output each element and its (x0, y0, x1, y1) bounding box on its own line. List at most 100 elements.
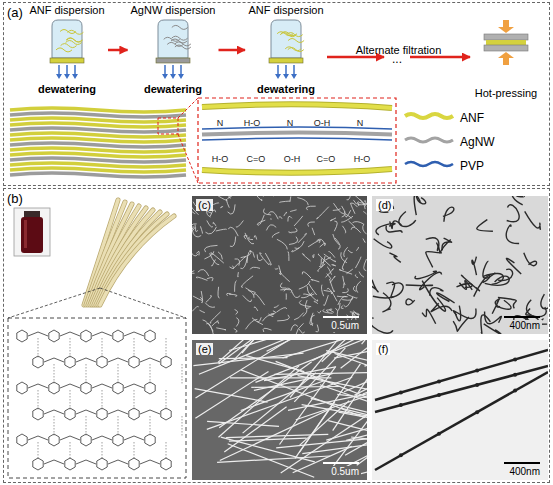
label-holder: O-H (284, 148, 301, 166)
dispersed-fiber (288, 39, 304, 43)
arrow-line (327, 56, 384, 59)
nanofiber (334, 203, 346, 213)
benzene-ring (33, 408, 43, 420)
atom-label: H-O (244, 118, 261, 129)
micrograph (372, 196, 548, 334)
nanofiber (277, 239, 287, 249)
benzene-ring (97, 408, 107, 420)
filtration-step: ANF dispersiondewatering (26, 4, 108, 96)
agnw-layer (10, 173, 186, 177)
dispersed-fiber (56, 48, 72, 52)
pvp-layer (202, 138, 392, 140)
benzene-ring (49, 382, 59, 394)
step-label: AgNW dispersion (131, 4, 216, 17)
nanofiber (323, 309, 333, 313)
label-holder: H-O (212, 148, 229, 166)
benzene-ring (113, 330, 123, 342)
benzene-ring (17, 382, 27, 394)
nanofiber (302, 254, 310, 261)
atom-label: N (357, 118, 364, 129)
nanofiber (279, 201, 290, 203)
benzene-ring (49, 330, 59, 342)
nanofiber (253, 252, 255, 257)
micrograph (192, 196, 367, 334)
micrograph-ground (372, 196, 548, 334)
nanofiber (244, 236, 247, 240)
nanofiber (294, 313, 304, 320)
nanofiber (347, 294, 357, 298)
dewater-arrow (293, 65, 295, 74)
nanofiber (389, 253, 400, 262)
nanofiber (319, 259, 321, 267)
nanofiber (292, 248, 299, 252)
amide-bond (140, 358, 160, 362)
amide-bond (44, 410, 64, 414)
benzene-ring (161, 458, 171, 470)
nanofiber (230, 266, 234, 269)
micrograph-panel: (f)400nm (372, 340, 548, 480)
benzene-ring (81, 434, 91, 446)
hydrogen-bond (150, 364, 151, 384)
benzene-ring (145, 382, 155, 394)
nanofiber (353, 311, 359, 315)
nanofiber (339, 270, 352, 275)
nanofiber (235, 310, 238, 315)
step-label: ANF dispersion (248, 4, 323, 17)
nanofiber (207, 277, 213, 281)
pvp-dot (437, 432, 441, 436)
nanofiber (317, 207, 329, 219)
nanofiber (257, 317, 261, 322)
nanofiber (443, 207, 454, 222)
nanofiber (288, 252, 289, 261)
nanofiber (376, 223, 395, 235)
dewater-arrow (172, 65, 174, 74)
anf-layer (10, 148, 186, 152)
nanofiber (204, 251, 213, 259)
filtration-funnel (269, 20, 304, 79)
nanofiber (272, 232, 279, 237)
nanofiber (364, 259, 367, 271)
amide-bond (108, 410, 128, 414)
nanofiber (363, 239, 365, 243)
filter-cake (156, 58, 190, 63)
nanofiber (213, 222, 216, 226)
anf-layer (10, 108, 186, 112)
nanofiber (205, 245, 218, 252)
pvp-dot (513, 373, 517, 377)
dewater-arrow (180, 65, 182, 74)
atom-label: N (287, 118, 294, 129)
nanofiber (310, 313, 313, 325)
nanofiber (206, 323, 213, 334)
amide-bond (76, 410, 96, 414)
nanofiber (355, 257, 361, 268)
nanofiber (274, 305, 279, 308)
silver-nanowire (288, 388, 367, 411)
silver-nanowire (195, 371, 268, 418)
silver-nanowire (294, 348, 345, 402)
nanofiber (472, 257, 477, 276)
nanofiber (406, 299, 415, 305)
silver-nanowire (220, 408, 332, 460)
nanofiber (298, 233, 307, 242)
nanofiber (353, 200, 356, 204)
nanofiber (506, 225, 519, 244)
nanofiber (236, 221, 244, 228)
nanofiber (243, 295, 252, 301)
benzene-ring (129, 408, 139, 420)
nanofiber (306, 206, 315, 210)
nanofiber (347, 196, 352, 200)
press-arrow (503, 20, 509, 27)
scale-label: 0.5um (329, 320, 361, 332)
nanofiber (457, 284, 473, 288)
benzene-ring (49, 434, 59, 446)
flow-arrow (108, 50, 128, 51)
label-holder: H-O (354, 148, 371, 166)
nanofiber (342, 258, 347, 270)
panel-frame: (b)(c)0.5um(d)400nm(e)0.5um(f)400nm (3, 188, 550, 483)
nanofiber (383, 293, 391, 312)
nanofiber (196, 277, 207, 280)
dispersed-fiber (171, 39, 187, 43)
hot-press (484, 20, 528, 65)
amide-bond (108, 460, 128, 464)
